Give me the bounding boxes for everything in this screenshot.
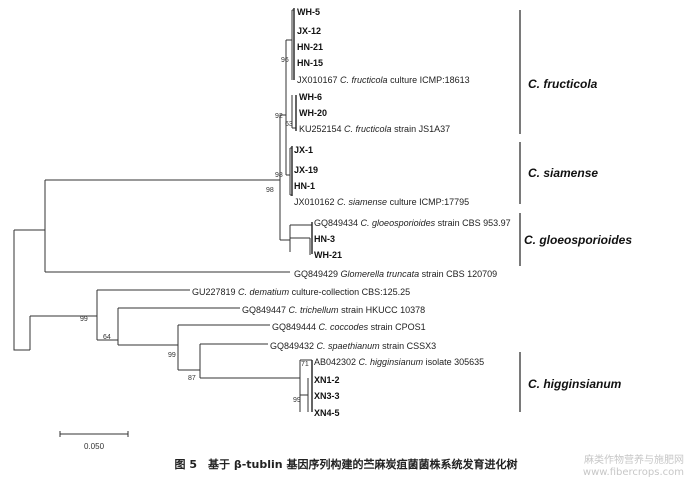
clade-label: C. siamense — [528, 166, 598, 180]
watermark-line-1: 麻类作物营养与施肥网 — [584, 455, 684, 466]
watermark-line-2: www.fibercrops.com — [582, 467, 684, 478]
tree-branches — [13, 9, 312, 412]
leaf-wh5: WH-5 — [297, 7, 320, 17]
leaf-hn15: HN-15 — [297, 58, 323, 68]
clade-label: C. gloeosporioides — [524, 233, 632, 247]
scale-bar-label: 0.050 — [84, 442, 105, 451]
bootstrap-value: 71 — [301, 361, 309, 368]
leaf-jx19: JX-19 — [294, 165, 318, 175]
bootstrap-value: 98 — [275, 172, 283, 179]
bootstrap-value: 99 — [168, 352, 176, 359]
leaf-gq849444: GQ849444 C. coccodes strain CPOS1 — [272, 322, 426, 332]
clade-label: C. fructicola — [528, 77, 598, 91]
bootstrap-value: 96 — [281, 57, 289, 64]
leaf-gq849447: GQ849447 C. trichellum strain HKUCC 1037… — [242, 305, 425, 315]
leaf-ku252154: KU252154 C. fructicola strain JS1A37 — [299, 124, 450, 134]
bootstrap-value: 98 — [266, 187, 274, 194]
figure-caption: 图 5 基于 β-tublin 基因序列构建的苎麻炭疽菌菌株系统发育进化树 — [174, 458, 518, 471]
clade-labels: C. fructicola C. siamense C. gloeosporioid… — [524, 77, 632, 391]
clade-label: C. higginsianum — [528, 377, 622, 391]
scale-bar: 0.050 — [59, 431, 129, 451]
leaf-gq849429: GQ849429 Glomerella truncata strain CBS … — [294, 269, 497, 279]
bootstrap-value: 64 — [103, 334, 111, 341]
bootstrap-value: 87 — [188, 375, 196, 382]
leaf-wh21: WH-21 — [314, 250, 342, 260]
leaf-wh6: WH-6 — [299, 92, 322, 102]
leaf-hn21: HN-21 — [297, 42, 323, 52]
leaf-gu227819: GU227819 C. dematium culture-collection … — [192, 287, 410, 297]
leaf-wh20: WH-20 — [299, 108, 327, 118]
leaf-jx12: JX-12 — [297, 26, 321, 36]
leaf-ab042302: AB042302 C. higginsianum isolate 305635 — [314, 357, 484, 367]
leaf-jx010162: JX010162 C. siamense culture ICMP:17795 — [294, 197, 469, 207]
leaf-jx010167: JX010167 C. fructicola culture ICMP:1861… — [297, 75, 470, 85]
leaf-gq849434: GQ849434 C. gloeosporioides strain CBS 9… — [314, 218, 511, 228]
leaf-jx1: JX-1 — [294, 145, 313, 155]
bootstrap-value: 63 — [285, 121, 293, 128]
tip-stems — [291, 8, 313, 412]
bootstrap-value: 92 — [275, 113, 283, 120]
leaf-hn3: HN-3 — [314, 234, 335, 244]
leaf-xn45: XN4-5 — [314, 408, 340, 418]
leaf-hn1: HN-1 — [294, 181, 315, 191]
leaf-gq849432: GQ849432 C. spaethianum strain CSSX3 — [270, 341, 436, 351]
bootstrap-value: 99 — [293, 397, 301, 404]
site-watermark: 麻类作物营养与施肥网 www.fibercrops.com — [583, 455, 684, 479]
leaf-xn12: XN1-2 — [314, 375, 340, 385]
bootstrap-value: 99 — [80, 316, 88, 323]
leaf-xn33: XN3-3 — [314, 391, 340, 401]
